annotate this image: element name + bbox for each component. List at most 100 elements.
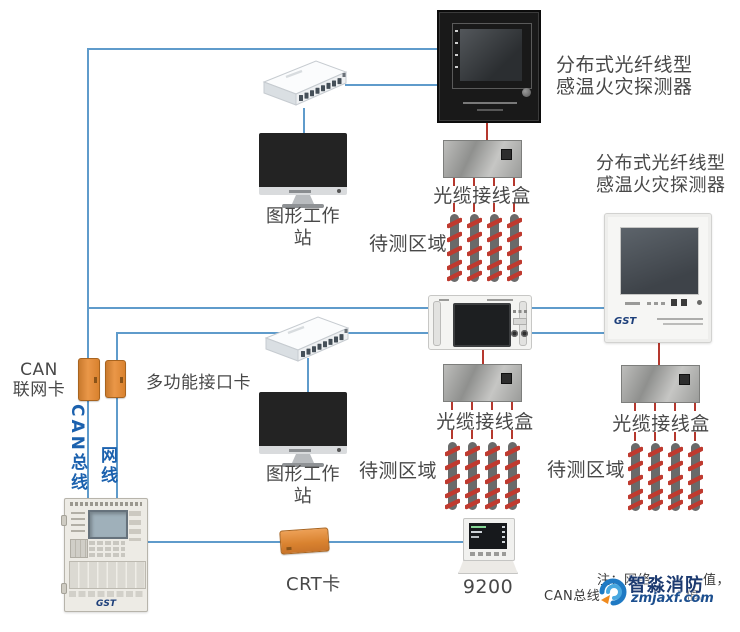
wall-panel-button-1 xyxy=(671,299,677,306)
ethernet-line-switch1-workstation1 xyxy=(303,108,305,136)
crt-card xyxy=(279,527,330,555)
cables1-upper-stubs xyxy=(453,203,515,212)
terminal-buttons xyxy=(470,552,506,556)
workstation2-label: 图形工作站 xyxy=(266,464,340,507)
monitor-base xyxy=(282,204,324,208)
watermark-title: 智淼消防 xyxy=(628,575,704,596)
graphics-workstation-2 xyxy=(259,392,347,468)
sensing-cable-coils-1 xyxy=(447,212,522,284)
can-network-card xyxy=(78,358,100,401)
wall-panel-button-dashes xyxy=(647,302,665,305)
can-bus-riser xyxy=(87,48,89,506)
junction-box-terminal xyxy=(501,373,512,384)
rack-handle-left xyxy=(433,301,441,346)
terminal-screen-row xyxy=(471,526,486,528)
workstation1-label: 图形工作站 xyxy=(266,206,340,249)
fiber-line-rack-junction2 xyxy=(482,349,484,365)
junction-box-terminal xyxy=(679,374,690,385)
network-switch-1 xyxy=(262,59,348,107)
wall-panel-speaker-dot xyxy=(697,300,702,305)
rack-fiber-connector-1 xyxy=(511,330,518,337)
cables3-upper-stubs xyxy=(634,432,696,441)
note-line1-start: 注：网络 xyxy=(597,573,652,588)
network-cable-riser xyxy=(116,332,118,506)
gst-logo: GST xyxy=(614,316,637,327)
card-slot xyxy=(286,546,292,551)
junction2-label: 光缆接线盒 xyxy=(436,411,534,433)
watermark: 智淼消防 zmjaxf.com xyxy=(598,568,738,616)
panel-right-buttons xyxy=(129,511,141,541)
wall-panel-model-text xyxy=(657,318,703,320)
terminal-screen-sidebar xyxy=(502,526,505,544)
watermark-url: zmjaxf.com xyxy=(631,591,714,606)
fiber-line-wallpanel-junction3 xyxy=(658,341,660,366)
crt-card-label: CRT卡 xyxy=(286,574,341,595)
monitor-stand xyxy=(292,195,314,204)
multifunction-interface-card xyxy=(105,360,126,398)
fiber-detector-wall-panel: GST xyxy=(604,213,712,343)
terminal-9200-label: 9200 xyxy=(462,576,514,598)
detector1-label-line2: 感温火灾探测器 xyxy=(556,76,693,98)
junction-box-terminal xyxy=(501,149,512,160)
network-switch-2 xyxy=(264,315,350,363)
sensing-cable-coils-2 xyxy=(445,440,520,512)
detector1-label-line1: 分布式光纤线型 xyxy=(556,54,693,76)
panel-hinge-top xyxy=(61,515,67,526)
rack-digit-display xyxy=(513,318,527,325)
detector2-label-line2: 感温火灾探测器 xyxy=(596,175,726,196)
monitor-power-dot xyxy=(337,448,341,452)
monitor-stand xyxy=(292,454,314,463)
can-card-label-line2: 联网卡 xyxy=(12,380,66,400)
test-zone3-label: 待测区域 xyxy=(547,459,626,481)
ethernet-line-switch1-detector xyxy=(345,84,437,86)
junction1-label: 光缆接线盒 xyxy=(433,185,531,207)
rack-title-text xyxy=(487,299,513,301)
ethernet-line-rack-wallpanel xyxy=(531,332,605,334)
junction2-lower-stubs xyxy=(451,401,513,410)
fiber-detector-cabinet xyxy=(437,10,541,123)
monitor-screen xyxy=(259,133,347,193)
rack-fiber-connector-2 xyxy=(521,330,528,337)
wall-panel-label-dash xyxy=(625,302,640,305)
card-slot xyxy=(120,377,123,384)
note-line1-end: 值， xyxy=(703,573,731,588)
panel-left-labels xyxy=(71,512,85,536)
fiber-junction-box-3 xyxy=(621,365,700,403)
detector-indicator-marks xyxy=(455,30,458,76)
detector-caption-line2 xyxy=(477,109,503,111)
test-zone1-label: 待测区域 xyxy=(369,233,448,255)
fiber-junction-box-2 xyxy=(443,364,522,402)
can-bus-line-middle xyxy=(87,307,428,309)
gst-logo: GST xyxy=(95,599,116,609)
panel-zone-indicator-strips xyxy=(69,561,146,589)
rack-screen xyxy=(453,303,511,347)
can-bus-line-rack-wallpanel xyxy=(531,307,605,309)
fiber-junction-box-1 xyxy=(443,140,522,178)
ethernet-line-switch2-workstation2 xyxy=(307,358,309,394)
wall-panel-button-2 xyxy=(681,299,687,306)
panel-bottom-buttons xyxy=(69,591,144,597)
monitor-power-dot xyxy=(337,189,341,193)
junction3-label: 光缆接线盒 xyxy=(612,413,710,435)
can-bus-line-top xyxy=(87,48,437,50)
test-zone2-label: 待测区域 xyxy=(359,460,438,482)
note-line2-start: CAN总线 xyxy=(544,589,601,604)
note-line2-end: 值。 xyxy=(686,589,714,604)
panel-title-strip xyxy=(70,502,142,506)
detector1-label: 分布式光纤线型 感温火灾探测器 xyxy=(556,54,693,98)
detector-caption-line xyxy=(463,102,517,104)
detector2-label: 分布式光纤线型 感温火灾探测器 xyxy=(596,153,726,197)
sensing-cable-coils-3 xyxy=(628,441,703,513)
monitor-logo-dash xyxy=(289,449,311,452)
monitor-screen xyxy=(259,392,347,452)
monitor-base xyxy=(282,463,324,467)
panel-keypad xyxy=(89,539,125,557)
can-card-label-line1: CAN xyxy=(20,360,58,380)
can-bus-vertical-label: CAN总线 xyxy=(67,404,87,493)
wall-panel-model-text2 xyxy=(663,323,703,325)
monitor-logo-dash xyxy=(289,190,311,193)
ethernet-line-middle xyxy=(116,332,428,334)
fiber-line-detector1-junction1 xyxy=(486,121,488,141)
multi-card-label: 多功能接口卡 xyxy=(146,373,251,393)
